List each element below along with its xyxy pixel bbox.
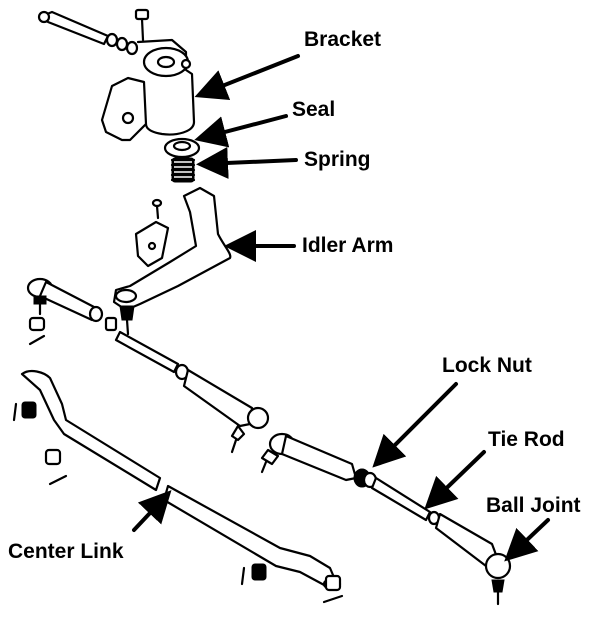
bracket-cap-screw bbox=[134, 8, 150, 42]
label-spring: Spring bbox=[304, 148, 371, 171]
ball-joint-end bbox=[434, 512, 512, 606]
ball-joint-arrow bbox=[504, 518, 550, 562]
tie-rod-sleeve bbox=[370, 476, 441, 526]
bracket-bolt bbox=[37, 10, 139, 56]
right-tie-rod-inner-end bbox=[260, 432, 358, 482]
left-small-nut bbox=[104, 316, 118, 332]
idler-arm-bolt bbox=[151, 198, 163, 220]
spring bbox=[170, 157, 196, 183]
lock-nut-arrow bbox=[372, 382, 458, 468]
seal bbox=[163, 137, 201, 159]
idler-arm bbox=[112, 186, 232, 336]
spring-arrow bbox=[196, 146, 298, 179]
label-center-link: Center Link bbox=[8, 540, 124, 563]
label-ball-joint: Ball Joint bbox=[486, 494, 581, 517]
bracket-arrow bbox=[194, 54, 300, 101]
label-lock-nut: Lock Nut bbox=[442, 354, 532, 377]
idler-arm-plate bbox=[134, 220, 170, 268]
label-seal: Seal bbox=[292, 98, 335, 121]
bracket bbox=[100, 38, 196, 142]
center-link-nuts bbox=[12, 401, 344, 604]
label-bracket: Bracket bbox=[304, 28, 381, 51]
tie-rod-arrow bbox=[424, 450, 486, 510]
upper-tie-rod bbox=[114, 330, 270, 454]
label-tie-rod: Tie Rod bbox=[488, 428, 565, 451]
label-idler-arm: Idler Arm bbox=[302, 234, 393, 257]
seal-arrow bbox=[194, 114, 288, 148]
left-tie-rod-end bbox=[26, 277, 104, 323]
left-nut bbox=[28, 316, 46, 346]
center-link-arrow bbox=[132, 490, 172, 532]
